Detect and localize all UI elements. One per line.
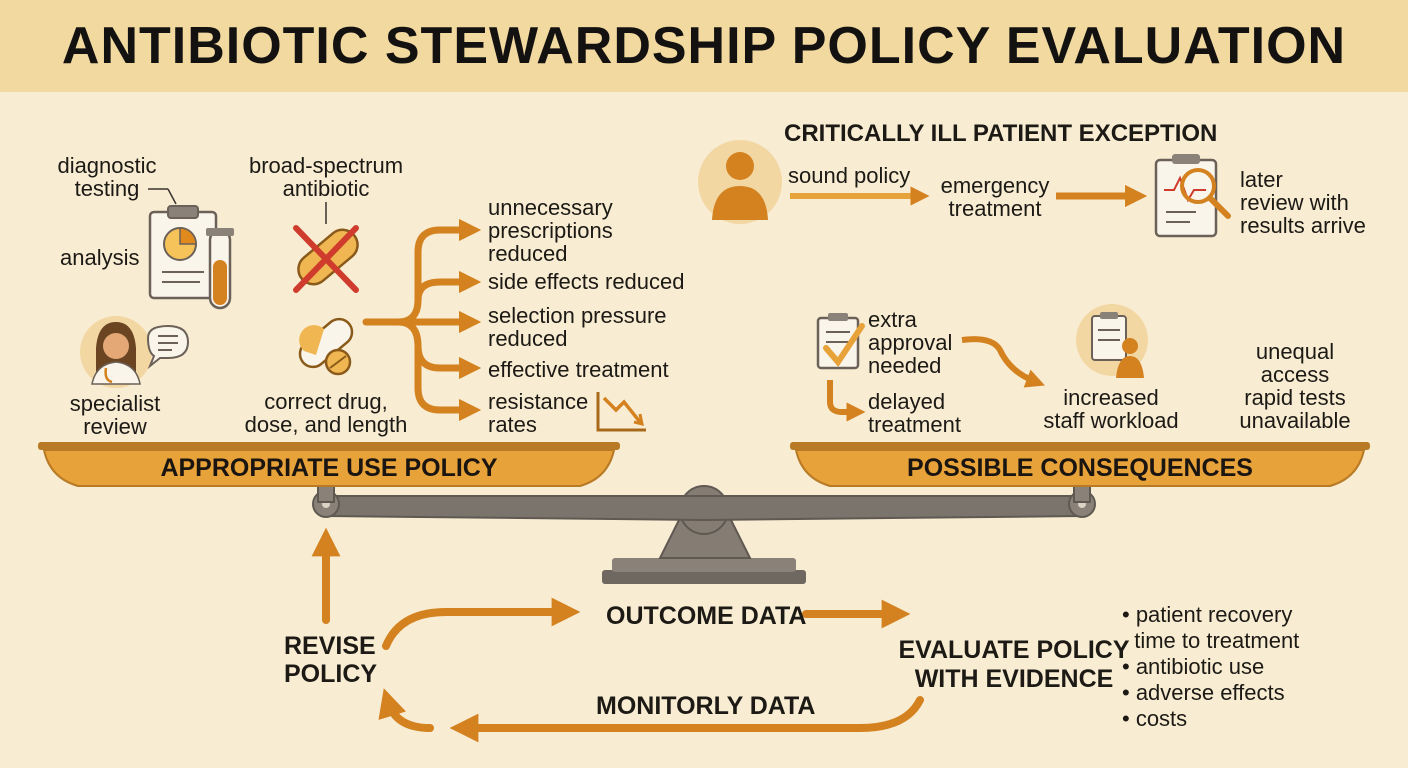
branching-arrows	[362, 218, 482, 422]
test-tube-icon	[206, 228, 234, 310]
staff-clipboard-icon	[1076, 304, 1148, 378]
cycle-arrows	[311, 527, 924, 743]
list-item: • antibiotic use	[1122, 654, 1265, 679]
staff-workload-label: increased staff workload	[1043, 385, 1179, 433]
extra-approval-label: extra approval needed	[868, 307, 953, 378]
crossed-pill-icon	[293, 225, 359, 293]
outcome-label-3: selection pressure reduced	[488, 303, 667, 351]
page-title: ANTIBIOTIC STEWARDSHIP POLICY EVALUATION	[61, 17, 1347, 75]
appropriate-use-policy-label: APPROPRIATE USE POLICY	[160, 454, 498, 482]
exception-title: CRITICALLY ILL PATIENT EXCEPTION	[784, 120, 1218, 147]
evaluation-metrics-list: • patient recovery time to treatment • a…	[1122, 602, 1299, 732]
monitory-data-label: MONITORLY DATA	[596, 692, 816, 720]
outcome-label-5: resistance rates	[488, 389, 589, 437]
outcome-label-4: effective treatment	[488, 357, 669, 382]
right-scale-pan	[790, 442, 1370, 487]
doctor-icon	[80, 316, 190, 388]
diagnostic-testing-label: diagnostic testing	[57, 153, 157, 201]
clipboard-chart-icon	[148, 205, 218, 300]
analysis-label: analysis	[60, 245, 140, 270]
patient-icon	[698, 140, 782, 224]
arrow-delay	[827, 380, 866, 422]
leader-line	[167, 188, 177, 205]
downward-trend-icon	[596, 392, 646, 432]
delayed-treatment-label: delayed treatment	[868, 389, 961, 437]
correct-drug-label: correct drug, dose, and length	[244, 389, 408, 437]
arrow-workload	[961, 336, 1045, 388]
header-bar: ANTIBIOTIC STEWARDSHIP POLICY EVALUATION	[0, 0, 1408, 92]
emergency-treatment-label: emergency treatment	[940, 173, 1050, 221]
sound-policy-label: sound policy	[788, 163, 911, 188]
report-magnifier-icon	[1154, 154, 1231, 238]
balance-scale-icon	[312, 481, 1096, 584]
possible-consequences-label: POSSIBLE CONSEQUENCES	[907, 454, 1253, 482]
outcome-label-2: side effects reduced	[488, 269, 685, 294]
outcome-label-1: unnecessary prescriptions reduced	[488, 195, 613, 266]
broad-spectrum-label: broad-spectrum antibiotic	[248, 153, 404, 201]
later-review-label: later review with results arrive	[1240, 167, 1366, 238]
list-item: • patient recovery	[1122, 602, 1293, 627]
revise-policy-label: REVISE POLICY	[284, 632, 378, 688]
specialist-review-label: specialist review	[69, 391, 161, 439]
outcome-data-label: OUTCOME DATA	[606, 602, 807, 630]
list-item: • costs	[1122, 706, 1188, 731]
pills-icon	[298, 317, 354, 376]
evaluate-policy-label: EVALUATE POLICY WITH EVIDENCE	[898, 636, 1130, 693]
checklist-icon	[816, 313, 865, 370]
unequal-access-label: unequal access rapid tests unavailable	[1239, 339, 1351, 433]
list-item: time to treatment	[1122, 628, 1300, 653]
left-scale-pan	[38, 442, 620, 487]
list-item: • adverse effects	[1122, 680, 1285, 705]
